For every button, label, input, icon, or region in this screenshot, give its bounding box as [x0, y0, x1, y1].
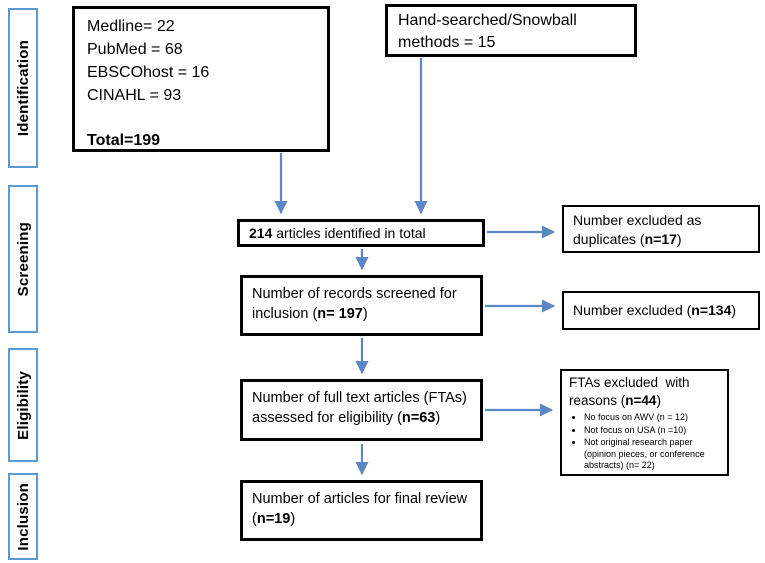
full-text-assessed-box: Number of full text articles (FTAs) asse…: [240, 379, 483, 441]
source-line-cinahl: CINAHL = 93: [87, 87, 182, 104]
hand-search-text: Hand-searched/Snowball methods = 15: [398, 12, 577, 51]
database-sources-box: Medline= 22 PubMed = 68 EBSCOhost = 16 C…: [72, 6, 330, 152]
excluded-duplicates-text: Number excluded as duplicates (n=17): [573, 212, 702, 247]
full-text-assessed-text: Number of full text articles (FTAs) asse…: [252, 390, 467, 426]
identified-total-box: 214 articles identified in total: [237, 219, 485, 247]
stage-eligibility-label: Eligibility: [14, 370, 32, 440]
stage-inclusion: Inclusion: [8, 473, 38, 560]
stage-identification: Identification: [8, 8, 38, 168]
fta-excluded-reason: No focus on AWV (n = 12): [584, 412, 720, 424]
excluded-screening-text: Number excluded (n=134): [573, 302, 737, 318]
stage-inclusion-label: Inclusion: [14, 482, 32, 551]
source-line-ebscohost: EBSCOhost = 16: [87, 64, 210, 81]
stage-screening-label: Screening: [14, 221, 32, 297]
fta-excluded-reasons-list: No focus on AWV (n = 12) Not focus on US…: [569, 412, 720, 472]
fta-excluded-title: FTAs excluded with reasons (n=44): [569, 375, 694, 408]
sources-total: Total=199: [87, 132, 161, 149]
stage-screening: Screening: [8, 185, 38, 333]
fta-excluded-reason: Not original research paper (opinion pie…: [584, 437, 720, 472]
fta-excluded-box: FTAs excluded with reasons (n=44) No foc…: [560, 369, 729, 476]
stage-identification-label: Identification: [14, 39, 32, 137]
fta-excluded-reason: Not focus on USA (n =10): [584, 425, 720, 437]
identified-total-text: 214 articles identified in total: [249, 225, 426, 241]
stage-eligibility: Eligibility: [8, 348, 38, 462]
final-review-text: Number of articles for final review (n=1…: [252, 491, 468, 527]
source-line-medline: Medline= 22: [87, 18, 175, 35]
records-screened-box: Number of records screened for inclusion…: [240, 275, 483, 336]
records-screened-text: Number of records screened for inclusion…: [252, 286, 457, 322]
final-review-box: Number of articles for final review (n=1…: [240, 480, 483, 541]
excluded-screening-box: Number excluded (n=134): [562, 291, 760, 330]
hand-search-box: Hand-searched/Snowball methods = 15: [385, 4, 637, 57]
excluded-duplicates-box: Number excluded as duplicates (n=17): [562, 205, 760, 253]
source-line-pubmed: PubMed = 68: [87, 41, 183, 58]
